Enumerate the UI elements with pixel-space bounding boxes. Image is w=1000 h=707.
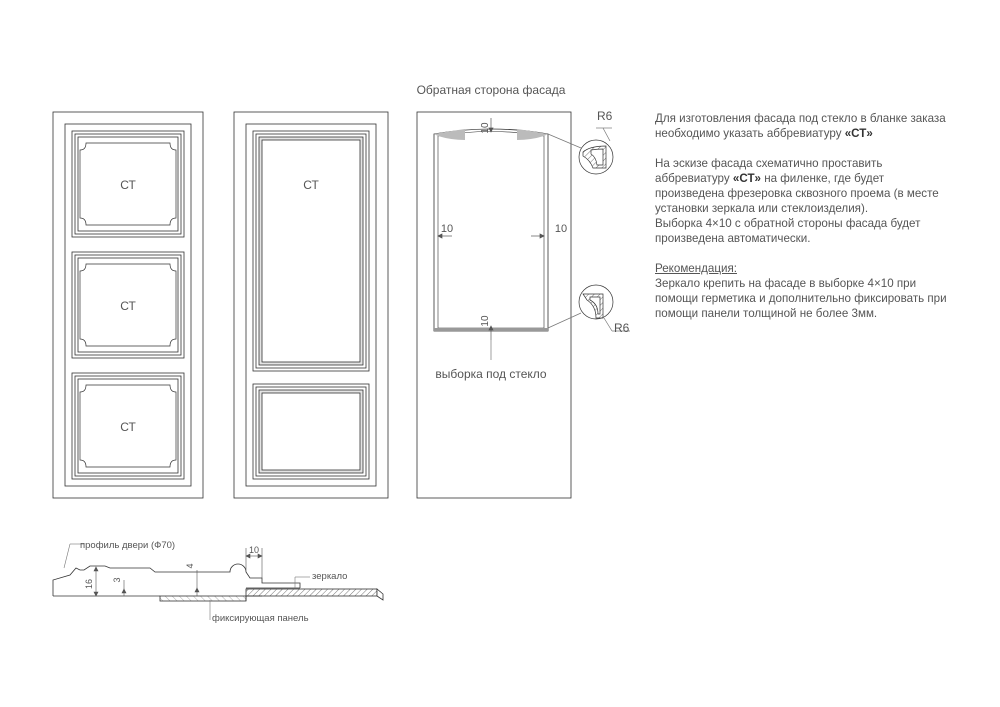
- panel-label-3: СТ: [120, 420, 136, 434]
- panel-label-4: СТ: [303, 178, 319, 192]
- panel-tall: [252, 130, 370, 372]
- profile-depth-label: 4: [185, 563, 195, 568]
- profile-dimension-marks: [63, 543, 310, 620]
- profile-height-label: 16: [84, 579, 94, 589]
- glass-recess-label: выборка под стекло: [435, 367, 547, 381]
- fixing-panel-label: фиксирующая панель: [212, 613, 309, 624]
- recommendation-text: Зеркало крепить на фасаде в выборке 4×10…: [655, 277, 947, 320]
- back-dimension-marks: [437, 118, 545, 340]
- dim-right: 10: [555, 223, 567, 235]
- panel-bottom: [71, 372, 185, 480]
- mirror-label: зеркало: [312, 571, 347, 582]
- dim-top: 10: [480, 122, 491, 134]
- recommendation: Рекомендация: Зеркало крепить на фасаде в…: [655, 261, 955, 321]
- note-2: На эскизе фасада схематично проставить а…: [655, 156, 955, 216]
- note-2-text-a: На эскизе фасада схематично проставить а…: [655, 157, 883, 185]
- detail-top: [547, 127, 614, 175]
- note-1-text: Для изготовления фасада под стекло в бла…: [655, 112, 946, 140]
- recommendation-title: Рекомендация:: [655, 262, 737, 275]
- panel-short: [252, 383, 370, 480]
- note-3: Выборка 4×10 с обратной стороны фасада б…: [655, 216, 955, 246]
- note-1-abbr: «СТ»: [844, 127, 873, 140]
- profile-step-label: 3: [112, 577, 122, 582]
- radius-bottom-label: R6: [614, 321, 630, 335]
- dim-left: 10: [441, 223, 453, 235]
- profile-width-label: 10: [249, 545, 259, 555]
- note-2-text-b: на филенке, где будет произведена фрезер…: [655, 172, 939, 215]
- panel-label-2: СТ: [120, 299, 136, 313]
- panel-top: [71, 130, 185, 238]
- door-profile-label: профиль двери (Ф70): [80, 540, 175, 551]
- note-1: Для изготовления фасада под стекло в бла…: [655, 111, 955, 141]
- profile-section: [52, 563, 384, 602]
- dim-bottom: 10: [480, 315, 491, 327]
- panel-label-1: СТ: [120, 178, 136, 192]
- back-side-title: Обратная сторона фасада: [417, 83, 566, 97]
- radius-top-label: R6: [597, 109, 613, 123]
- notes-block: Для изготовления фасада под стекло в бла…: [655, 111, 955, 336]
- door-three-panels: [52, 111, 204, 499]
- panel-middle: [71, 251, 185, 359]
- detail-bottom: [547, 284, 630, 332]
- back-side-view: [416, 111, 572, 499]
- note-2-abbr: «СТ»: [732, 172, 761, 185]
- note-3-text: Выборка 4×10 с обратной стороны фасада б…: [655, 217, 921, 245]
- door-two-panels: [233, 111, 389, 499]
